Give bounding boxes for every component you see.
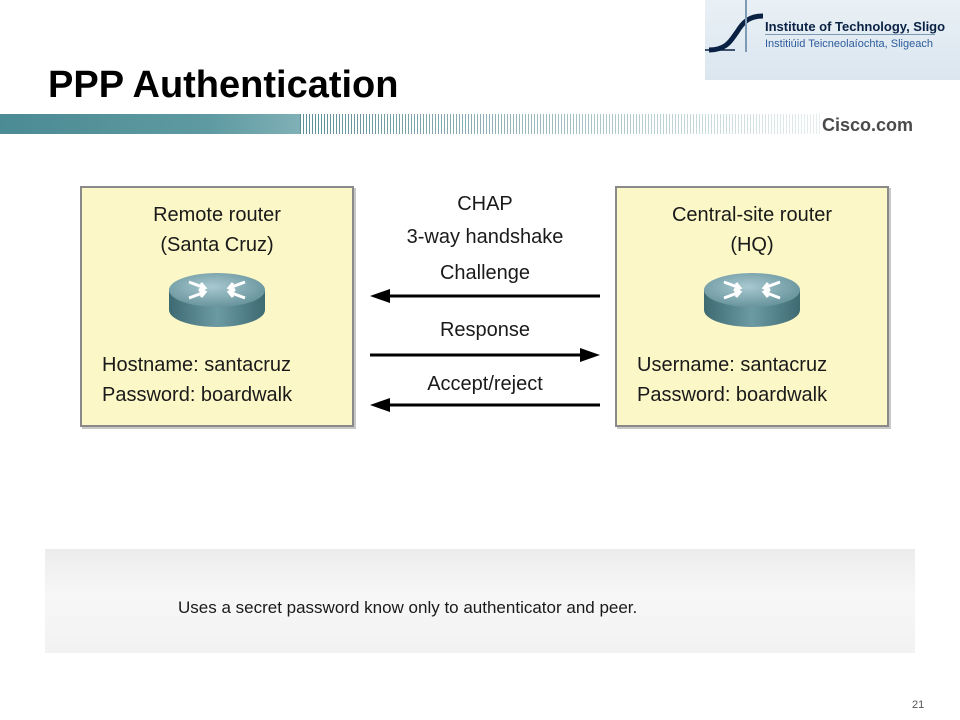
central-password: Password: boardwalk <box>637 384 828 406</box>
logo-rule <box>765 34 935 35</box>
logo-divider <box>745 0 747 52</box>
central-router-site: (HQ) <box>730 234 774 256</box>
message-response-label: Response <box>439 319 531 341</box>
institute-name: Institute of Technology, Sligo <box>765 19 946 34</box>
slide-title: PPP Authentication <box>48 64 399 106</box>
remote-router-box: Remote router (Santa Cruz) Hostname: san… <box>80 186 354 427</box>
message-challenge-label: Challenge <box>439 262 531 284</box>
institute-name-irish: Institiúid Teicneolaíochta, Sligeach <box>765 38 933 50</box>
cisco-brand: Cisco.com <box>822 115 914 135</box>
central-router-box: Central-site router (HQ) Username: santa… <box>615 186 889 427</box>
remote-hostname: Hostname: santacruz <box>102 354 291 376</box>
protocol-subtitle: 3-way handshake <box>406 226 564 248</box>
header-band <box>0 114 960 134</box>
router-icon <box>704 273 800 327</box>
caption-band <box>45 549 915 653</box>
page-number: 21 <box>912 699 925 711</box>
logo-background <box>705 0 960 80</box>
challenge-arrow <box>370 289 600 303</box>
router-icon <box>169 273 265 327</box>
central-router-name: Central-site router <box>671 204 833 226</box>
slide-caption: Uses a secret password know only to auth… <box>178 598 638 617</box>
header-band-stripes <box>300 114 820 134</box>
institute-logo-icon <box>705 13 764 53</box>
accept-reject-arrow <box>370 398 600 412</box>
protocol-name: CHAP <box>457 193 513 215</box>
response-arrow <box>370 348 600 362</box>
remote-password: Password: boardwalk <box>102 384 293 406</box>
central-username: Username: santacruz <box>637 354 828 376</box>
header-band-solid <box>0 114 300 134</box>
remote-router-site: (Santa Cruz) <box>160 234 274 256</box>
remote-router-name: Remote router <box>153 204 281 226</box>
message-accept-label: Accept/reject <box>427 373 543 395</box>
